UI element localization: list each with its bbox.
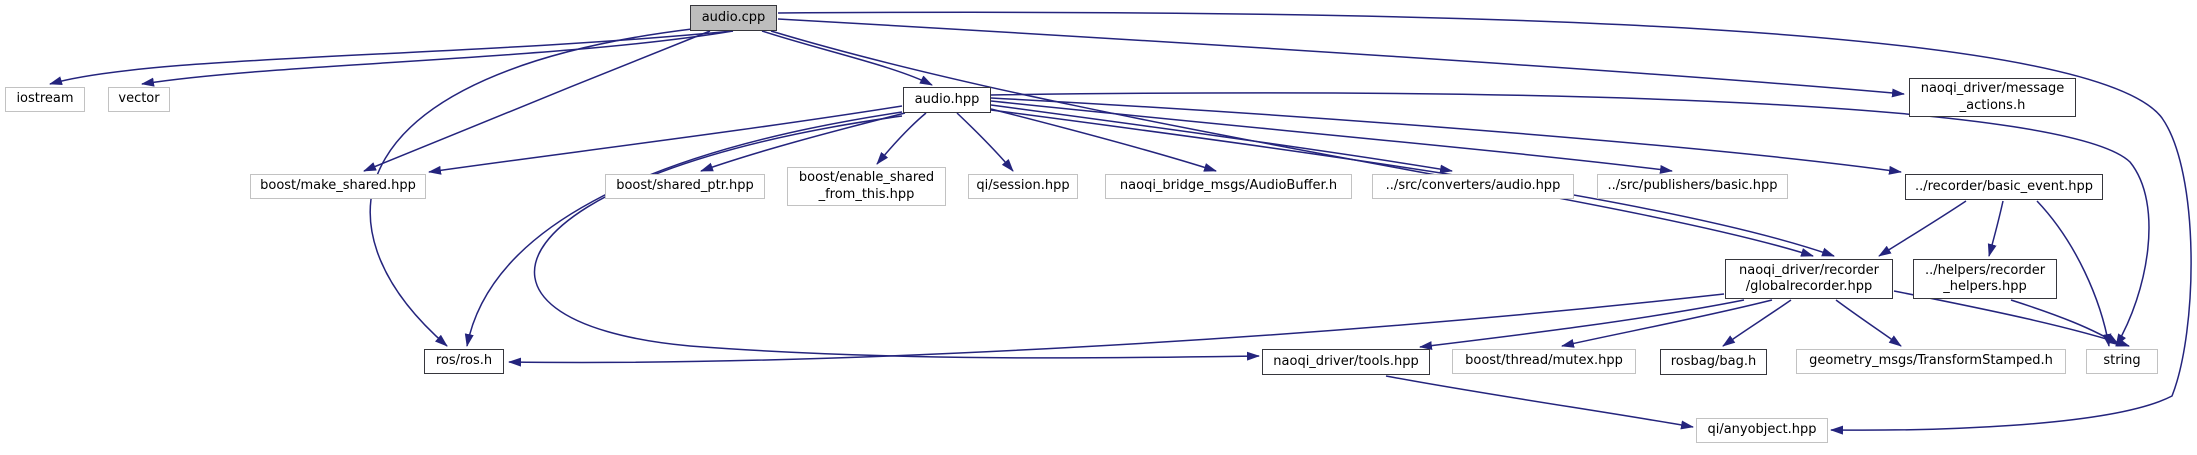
node-boost-enable-shared-from-this-hpp: boost/enable_shared _from_this.hpp — [787, 167, 946, 206]
dependency-edge — [1385, 375, 1694, 430]
dependency-edge — [700, 112, 906, 172]
dependency-edge — [2036, 200, 2112, 347]
node-naoqi-bridge-msgs-audiobuffer-h: naoqi_bridge_msgs/AudioBuffer.h — [1105, 174, 1352, 199]
dependency-edge — [533, 115, 1260, 361]
node-helpers-recorder-helpers-hpp[interactable]: ../helpers/recorder _helpers.hpp — [1913, 259, 2057, 299]
dependency-edge — [876, 112, 927, 165]
node-recorder-basic-event-hpp[interactable]: ../recorder/basic_event.hpp — [1905, 174, 2103, 200]
node-boost-make-shared-hpp: boost/make_shared.hpp — [250, 174, 426, 199]
dependency-edge — [761, 30, 933, 86]
dependency-edge — [770, 30, 1814, 257]
node-naoqi-driver-message-actions-h[interactable]: naoqi_driver/message _actions.h — [1909, 78, 2076, 117]
dependency-edge — [990, 97, 1902, 175]
node-ros-ros-h[interactable]: ros/ros.h — [424, 349, 504, 374]
node-boost-thread-mutex-hpp: boost/thread/mutex.hpp — [1452, 349, 1636, 374]
node-audio-cpp: audio.cpp — [690, 5, 777, 31]
dependency-edge — [990, 92, 2150, 347]
node-naoqi-driver-recorder-globalrecorder-hpp[interactable]: naoqi_driver/recorder /globalrecorder.hp… — [1725, 259, 1893, 299]
dependency-edge — [141, 30, 734, 87]
dependency-edge — [428, 105, 903, 175]
dependency-edge — [990, 108, 1217, 172]
dependency-edge — [777, 11, 2192, 435]
dependency-edge — [369, 28, 693, 347]
node-src-publishers-basic-hpp: ../src/publishers/basic.hpp — [1597, 174, 1788, 199]
dependency-edge — [990, 104, 1453, 174]
node-rosbag-bag-h[interactable]: rosbag/bag.h — [1660, 349, 1767, 375]
dependency-edge — [990, 100, 1673, 174]
node-audio-hpp[interactable]: audio.hpp — [903, 87, 991, 113]
node-qi-session-hpp: qi/session.hpp — [968, 174, 1078, 199]
dependency-edge — [508, 293, 1725, 367]
node-vector: vector — [108, 87, 170, 112]
dependency-edge — [956, 112, 1014, 172]
dependency-edge — [464, 111, 903, 347]
dependency-edge — [1419, 299, 1745, 351]
dependency-edge — [1835, 299, 1902, 347]
dependency-edge — [1561, 299, 1773, 348]
node-qi-anyobject-hpp: qi/anyobject.hpp — [1696, 418, 1828, 443]
node-src-converters-audio-hpp: ../src/converters/audio.hpp — [1372, 174, 1574, 199]
dependency-edge — [1987, 200, 2004, 257]
dependency-edge — [777, 18, 1905, 98]
node-string: string — [2086, 349, 2158, 374]
dependency-edge — [1722, 299, 1792, 347]
dependency-edge — [363, 30, 711, 172]
node-boost-shared-ptr-hpp: boost/shared_ptr.hpp — [605, 174, 765, 199]
node-iostream: iostream — [5, 87, 85, 112]
dependency-edge — [1878, 200, 1967, 257]
dependency-edge — [1893, 290, 2130, 347]
node-naoqi-driver-tools-hpp[interactable]: naoqi_driver/tools.hpp — [1262, 349, 1430, 375]
dependency-edge — [49, 30, 734, 85]
node-geometry-msgs-transformstamped-h: geometry_msgs/TransformStamped.h — [1796, 349, 2066, 374]
